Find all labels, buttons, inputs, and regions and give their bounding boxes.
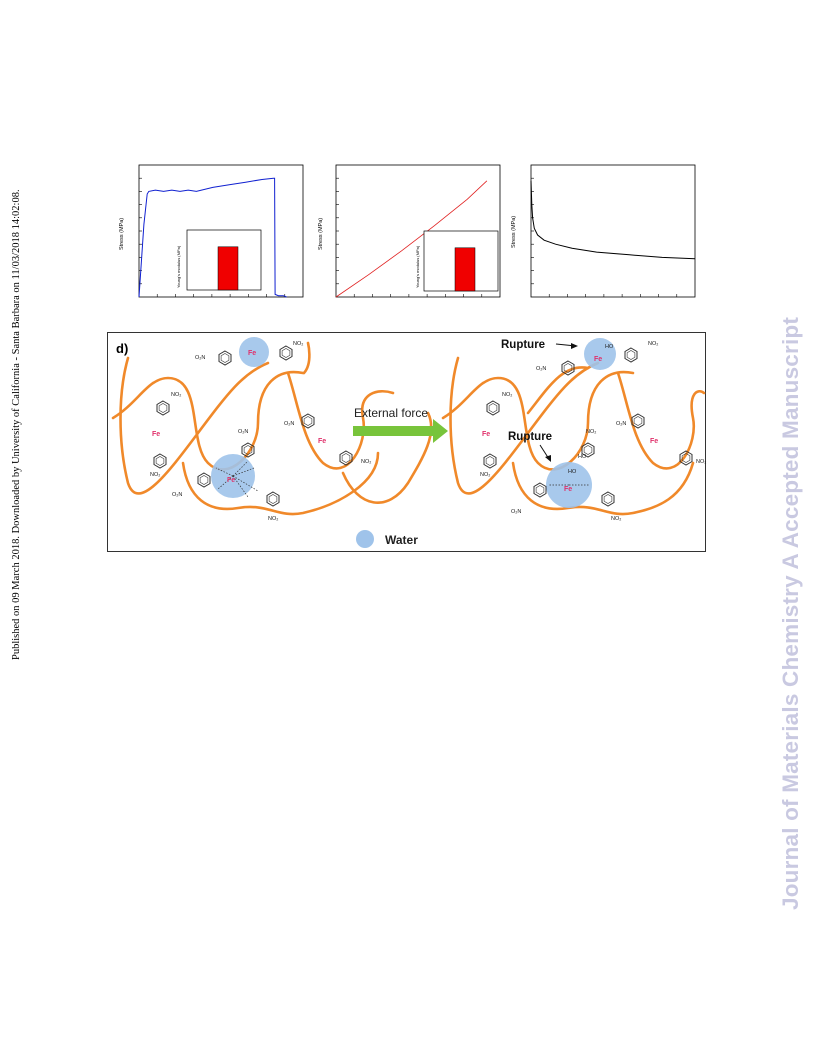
inset-y-label: Young's modulus (MPa)	[176, 245, 181, 288]
svg-text:Rupture: Rupture	[501, 339, 545, 351]
svg-text:NO₂: NO₂	[696, 459, 706, 465]
coordination-bonds	[215, 460, 590, 498]
inset-bar	[454, 247, 476, 292]
svg-text:NO₂: NO₂	[586, 429, 596, 435]
svg-text:Rupture: Rupture	[508, 431, 552, 443]
inset-chart: Young's modulus (MPa)	[176, 229, 262, 291]
rupture-annotations: Rupture Rupture	[501, 339, 578, 462]
svg-text:NO₂: NO₂	[502, 392, 512, 398]
svg-text:NO₂: NO₂	[268, 516, 278, 522]
svg-text:HO: HO	[578, 454, 587, 460]
stress-strain-chart-b: Stress (MPa) Young's modulus (MPa)	[318, 164, 501, 298]
svg-text:O₂N: O₂N	[195, 355, 205, 361]
panel-label: d)	[116, 341, 128, 356]
svg-text:NO₂: NO₂	[171, 392, 181, 398]
svg-text:O₂N: O₂N	[284, 421, 294, 427]
y-axis-label: Stress (MPa)	[119, 218, 125, 250]
svg-text:NO₂: NO₂	[611, 516, 621, 522]
inset-chart: Young's modulus (MPa)	[415, 230, 499, 292]
svg-text:NO₂: NO₂	[150, 472, 160, 478]
water-legend: Water	[356, 530, 418, 548]
svg-text:Fe: Fe	[564, 486, 572, 493]
polymer-chains-left	[111, 341, 433, 516]
inset-bar	[217, 246, 239, 291]
external-force-arrow: External force	[353, 406, 448, 443]
polymer-chains-right	[441, 356, 706, 516]
svg-text:O₂N: O₂N	[536, 366, 546, 372]
svg-text:O₂N: O₂N	[172, 492, 182, 498]
svg-text:Fe: Fe	[318, 438, 326, 445]
fe-labels: Fe Fe Fe Fe Fe Fe Fe Fe	[152, 350, 658, 493]
mechanism-scheme: d)	[107, 332, 706, 552]
stress-curve	[335, 180, 488, 298]
svg-text:O₂N: O₂N	[238, 429, 248, 435]
svg-text:Fe: Fe	[152, 431, 160, 438]
svg-text:HO: HO	[605, 344, 614, 350]
svg-text:Fe: Fe	[482, 431, 490, 438]
svg-text:NO₂: NO₂	[361, 459, 371, 465]
water-sphere	[584, 338, 616, 370]
plot-frame	[530, 164, 696, 298]
svg-text:Fe: Fe	[650, 438, 658, 445]
water-sphere	[239, 337, 269, 367]
svg-text:NO₂: NO₂	[293, 341, 303, 347]
svg-text:HO: HO	[568, 469, 577, 475]
svg-text:Fe: Fe	[594, 356, 602, 363]
svg-text:External force: External force	[354, 406, 428, 420]
svg-text:Fe: Fe	[248, 350, 256, 357]
svg-text:Fe: Fe	[227, 477, 235, 484]
inset-y-label: Young's modulus (MPa)	[415, 245, 420, 288]
y-axis-label: Stress (MPa)	[511, 216, 517, 248]
svg-text:O₂N: O₂N	[511, 509, 521, 515]
stress-curve	[530, 180, 696, 260]
svg-text:NO₂: NO₂	[648, 341, 658, 347]
substituent-labels: NO₂ O₂N NO₂ NO₂ O₂N O₂N NO₂ O₂N NO₂ NO₂ …	[150, 341, 706, 522]
journal-watermark: Journal of Materials Chemistry A Accepte…	[778, 316, 803, 910]
publication-info: Published on 09 March 2018. Downloaded b…	[11, 189, 22, 660]
y-axis-label: Stress (MPa)	[318, 218, 324, 250]
stress-relaxation-chart-c: Stress (MPa)	[511, 164, 696, 298]
svg-text:O₂N: O₂N	[616, 421, 626, 427]
svg-text:NO₂: NO₂	[480, 472, 490, 478]
stress-strain-chart-a: Stress (MPa) Young's modulus (MPa)	[119, 164, 304, 298]
svg-text:Water: Water	[385, 533, 418, 547]
stress-curve	[138, 177, 287, 298]
